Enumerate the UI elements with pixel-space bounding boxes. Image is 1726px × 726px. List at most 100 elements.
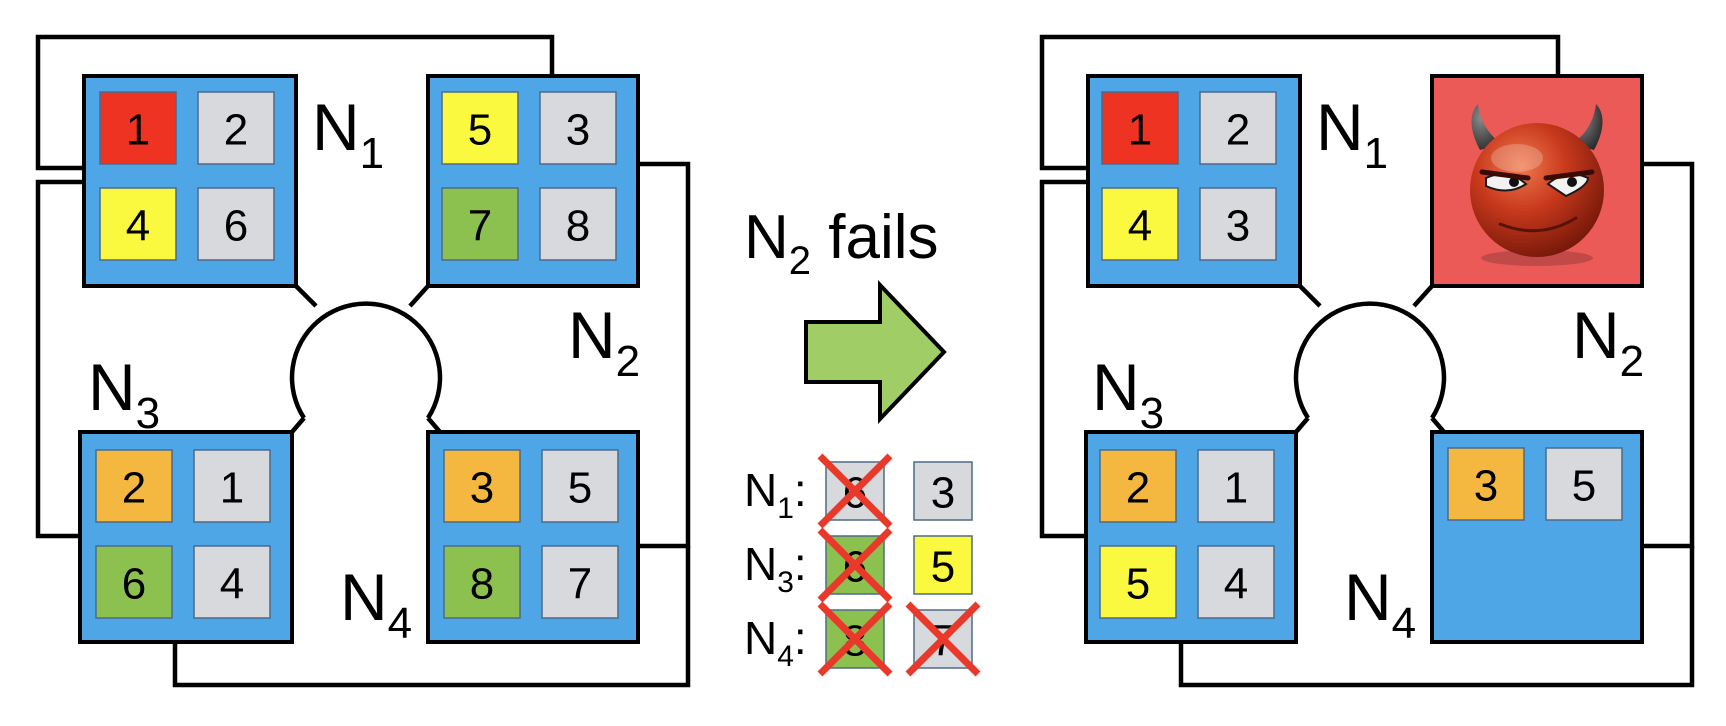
chunk-number: 4 (126, 202, 150, 251)
after-diagram: 1 2 4 3 N1 N2 (1039, 34, 1695, 688)
wire-n1-n2-top (35, 34, 555, 171)
wire-n2-n4-right (638, 161, 691, 549)
wire-n3-n4-bottom (172, 546, 691, 688)
data-chunk: 5 (1545, 447, 1623, 521)
chunk-number: 2 (122, 464, 146, 513)
chunk-number: 3 (566, 106, 590, 155)
hub-link-n3 (290, 416, 306, 434)
cross-mark-icon (817, 453, 893, 529)
data-chunk: 7 (441, 187, 519, 261)
data-chunk: 3 (1447, 447, 1525, 521)
node-label-n4: N4 (340, 560, 412, 648)
chunk-number: 2 (1226, 106, 1250, 155)
node-n2: 5 3 7 8 N2 (426, 74, 640, 386)
chunk-number: 5 (931, 543, 955, 592)
data-chunk: 4 (193, 545, 271, 619)
hub-ring (289, 301, 443, 420)
chunk-number: 7 (568, 560, 592, 609)
rebalance-table: N1:63N3:65N4:87 (744, 453, 981, 677)
chunk-number: 3 (470, 464, 494, 513)
data-chunk: 3 (1199, 187, 1277, 261)
chunk-number: 1 (126, 106, 150, 155)
chunk-number: 2 (224, 106, 248, 155)
row-node-label: N4: (744, 612, 807, 673)
chunk-number: 5 (468, 106, 492, 155)
node-n4: 3 5 N4 (1344, 430, 1644, 648)
rebalance-row: N4:87 (744, 601, 981, 677)
data-chunk: 2 (1199, 91, 1277, 165)
data-chunk: 5 (441, 91, 519, 165)
wire-n1-n2-top (1039, 34, 1561, 171)
data-chunk: 2 (197, 91, 275, 165)
chunk-number: 8 (566, 202, 590, 251)
data-chunk: 1 (193, 449, 271, 523)
data-chunk: 6 (197, 187, 275, 261)
hub-link-n2 (1412, 284, 1434, 308)
data-chunk: 3 (443, 449, 521, 523)
chunk-number: 6 (122, 560, 146, 609)
node-label-n2: N2 (1572, 298, 1644, 386)
chunk-number: 4 (220, 560, 244, 609)
node-n2-failed: N2 (1430, 74, 1644, 386)
hub-link-n1 (294, 284, 318, 308)
chunk-number: 3 (1474, 462, 1498, 511)
data-chunk: 1 (99, 91, 177, 165)
chunk-number: 1 (1224, 464, 1248, 513)
hub-link-n4 (426, 416, 442, 434)
cross-mark-icon (817, 601, 893, 677)
chunk-number: 5 (568, 464, 592, 513)
node-n1: 1 2 4 3 N1 (1086, 74, 1388, 288)
chunk-number: 3 (931, 469, 955, 518)
chunk-number: 2 (1126, 464, 1150, 513)
node-n1: 1 2 4 6 N1 (82, 74, 384, 288)
data-chunk: 7 (541, 545, 619, 619)
node-label-n4: N4 (1344, 560, 1416, 648)
data-chunk: 1 (1197, 449, 1275, 523)
wire-n1-n3-left (35, 179, 84, 539)
data-chunk: 4 (1101, 187, 1179, 261)
transition-arrow (804, 280, 947, 424)
data-chunk: 4 (99, 187, 177, 261)
chunk-number: 4 (1224, 560, 1248, 609)
failure-caption: N2 fails (744, 203, 939, 283)
hub-link-n3 (1294, 416, 1310, 434)
rebalance-row: N3:65 (744, 527, 973, 603)
wire-n3-n4-bottom (1178, 546, 1695, 688)
data-chunk: 5 (1099, 545, 1177, 619)
node-label-n3: N3 (1092, 350, 1164, 438)
data-chunk: 2 (95, 449, 173, 523)
hub-link-n4 (1430, 416, 1446, 434)
data-chunk: 8 (539, 187, 617, 261)
data-chunk: 5 (913, 535, 973, 595)
devil-icon (1470, 104, 1604, 266)
node-n3: 2 1 6 4 N3 (78, 350, 294, 644)
node-label-n1: N1 (1316, 90, 1388, 178)
data-chunk: 8 (443, 545, 521, 619)
data-chunk: 4 (1197, 545, 1275, 619)
hub-link-n2 (408, 284, 430, 308)
data-chunk: 3 (913, 461, 973, 521)
row-node-label: N1: (744, 464, 807, 525)
rebalance-row: N1:63 (744, 453, 973, 529)
data-chunk: 2 (1099, 449, 1177, 523)
node-label-n2: N2 (568, 298, 640, 386)
chunk-number: 1 (220, 464, 244, 513)
chunk-number: 4 (1128, 202, 1152, 251)
chunk-number: 3 (1226, 202, 1250, 251)
cross-mark-icon (905, 601, 981, 677)
row-node-label: N3: (744, 538, 807, 599)
wire-n2-n4-right (1642, 161, 1695, 549)
chunk-number: 7 (468, 202, 492, 251)
hub-ring (1293, 301, 1447, 420)
chunk-number: 1 (1128, 106, 1152, 155)
data-chunk: 6 (95, 545, 173, 619)
data-chunk: 5 (541, 449, 619, 523)
node-label-n1: N1 (312, 90, 384, 178)
chunk-number: 5 (1572, 462, 1596, 511)
chunk-number: 6 (224, 202, 248, 251)
node-label-n3: N3 (88, 350, 160, 438)
hub-link-n1 (1298, 284, 1322, 308)
